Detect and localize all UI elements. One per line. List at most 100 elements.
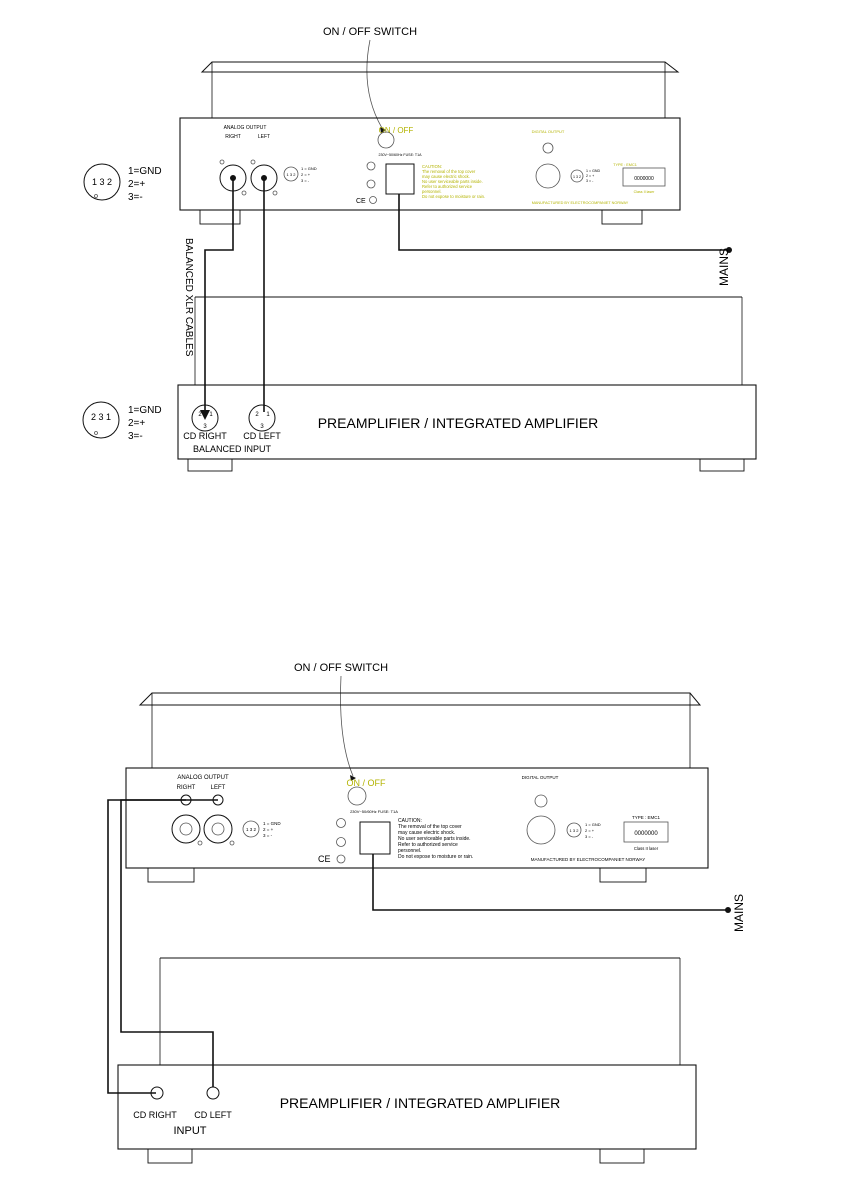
bottom-xlr-output-left[interactable] xyxy=(203,814,235,846)
bottom-cable-right xyxy=(107,799,186,1094)
svg-text:1 = GND: 1 = GND xyxy=(301,166,317,171)
bottom-diagram: ON / OFF SWITCH ANALOG OUTPUT RIGHT LEFT xyxy=(107,662,746,1164)
svg-text:1 3 2: 1 3 2 xyxy=(287,172,297,177)
top-cd-left-label: CD LEFT xyxy=(243,431,281,441)
bottom-caution-text: CAUTION: The removal of the top cover ma… xyxy=(398,818,473,860)
svg-text:2 = +: 2 = + xyxy=(585,828,595,833)
top-mains-label: MAINS xyxy=(717,248,731,286)
svg-text:personnel.: personnel. xyxy=(422,189,442,194)
top-analog-output-label: ANALOG OUTPUT xyxy=(224,125,267,131)
bottom-analog-output-label: ANALOG OUTPUT xyxy=(177,775,229,781)
top-diagram: ON / OFF SWITCH ANALOG OUTPUT RIGHT LEFT xyxy=(82,26,757,472)
svg-text:Do not expose to moisture or r: Do not expose to moisture or rain. xyxy=(422,194,485,199)
svg-text:No user serviceable parts insi: No user serviceable parts inside. xyxy=(398,836,471,842)
svg-text:2: 2 xyxy=(255,412,259,418)
top-mains-plug-icon xyxy=(726,247,732,253)
top-switch-callout: ON / OFF SWITCH xyxy=(323,26,417,38)
top-iec-inlet[interactable] xyxy=(385,163,415,195)
svg-text:may cause electric shock.: may cause electric shock. xyxy=(422,174,470,179)
svg-text:2=+: 2=+ xyxy=(128,179,145,190)
svg-text:No user serviceable parts insi: No user serviceable parts inside. xyxy=(422,179,483,184)
svg-text:The removal of the top cover: The removal of the top cover xyxy=(398,824,462,830)
top-approval-mark-icon xyxy=(369,196,377,204)
bottom-input-label: INPUT xyxy=(174,1125,207,1137)
top-serial-number: 0000000 xyxy=(634,176,654,182)
top-amplifier: 2 1 3 2 1 3 CD RIGHT CD LEFT BALANCED IN… xyxy=(177,296,757,472)
svg-text:3 = -: 3 = - xyxy=(586,179,594,183)
svg-text:3: 3 xyxy=(203,424,207,430)
svg-text:1 = GND: 1 = GND xyxy=(586,169,600,173)
bottom-mains-label: MAINS xyxy=(732,894,746,932)
bottom-switch-arrow-icon xyxy=(350,775,356,781)
bottom-fuse-label: 230V~50/60Hz FUSE: T1A xyxy=(350,809,398,814)
svg-text:2 = +: 2 = + xyxy=(263,827,274,832)
bottom-ce-mark-icon: CE xyxy=(318,854,331,864)
svg-text:2=+: 2=+ xyxy=(128,418,145,429)
bottom-ground-icon xyxy=(336,818,346,828)
top-xlr-out-pin-legend: 1 3 2 1=GND 2=+ 3=- xyxy=(83,163,162,203)
bottom-cd-right-label: CD RIGHT xyxy=(133,1110,177,1120)
bottom-amp-rca-input-left[interactable] xyxy=(206,1086,220,1100)
svg-text:3=-: 3=- xyxy=(128,192,143,203)
svg-text:3 = -: 3 = - xyxy=(585,834,594,839)
top-amp-xlr-input-left[interactable]: 2 1 3 xyxy=(248,404,276,432)
bottom-mains-plug-icon xyxy=(725,907,731,913)
svg-text:3 = -: 3 = - xyxy=(263,833,273,838)
svg-text:2 = +: 2 = + xyxy=(301,172,311,177)
top-type-label: TYPE : EMC1 xyxy=(613,163,637,167)
top-balanced-input-label: BALANCED INPUT xyxy=(193,444,272,454)
top-xlr-in-pin-legend: 2 3 1 1=GND 2=+ 3=- xyxy=(82,401,162,442)
bottom-switch-callout: ON / OFF SWITCH xyxy=(294,662,388,674)
top-cables-label: BALANCED XLR CABLES xyxy=(183,238,194,357)
bottom-mini-pin-legend: 1 3 2 1 = GND 2 = + 3 = - xyxy=(242,820,281,838)
bottom-amp-title: PREAMPLIFIER / INTEGRATED AMPLIFIER xyxy=(280,1095,561,1111)
bottom-fuse-holder[interactable] xyxy=(336,837,346,847)
svg-text:CAUTION:: CAUTION: xyxy=(398,818,422,824)
top-digital-output-label: DIGITAL OUTPUT xyxy=(532,129,565,134)
bottom-digital-output-label: DIGITAL OUTPUT xyxy=(522,775,559,780)
bottom-coax-output[interactable] xyxy=(534,794,548,808)
bottom-amp-rca-input-right[interactable] xyxy=(150,1086,164,1100)
svg-text:CAUTION:: CAUTION: xyxy=(422,164,442,169)
bottom-iec-inlet[interactable] xyxy=(359,821,391,855)
top-mains-cable xyxy=(398,194,728,251)
svg-text:1=GND: 1=GND xyxy=(128,166,162,177)
svg-text:1 3 2: 1 3 2 xyxy=(92,177,112,187)
top-cd-foot-left xyxy=(199,209,241,225)
top-aes-output[interactable] xyxy=(535,163,561,189)
top-ce-mark-icon: CE xyxy=(356,198,366,205)
top-on-off-label: ON / OFF xyxy=(379,126,414,135)
top-power-switch[interactable] xyxy=(377,131,395,149)
bottom-xlr-output-right[interactable] xyxy=(171,814,203,846)
svg-text:2 = +: 2 = + xyxy=(586,174,594,178)
svg-text:1 3 2: 1 3 2 xyxy=(573,175,581,179)
svg-text:3 = -: 3 = - xyxy=(301,178,310,183)
top-fuse-label: 230V~50/60Hz FUSE: T1A xyxy=(379,153,423,157)
svg-text:1 3 2: 1 3 2 xyxy=(570,828,580,833)
top-switch-leader xyxy=(366,39,383,129)
bottom-serial-plate xyxy=(623,821,669,843)
bottom-cd-left-label: CD LEFT xyxy=(194,1110,232,1120)
top-amp-title: PREAMPLIFIER / INTEGRATED AMPLIFIER xyxy=(318,415,599,431)
bottom-laser-label: Class II laser xyxy=(634,846,659,851)
bottom-mains-cable xyxy=(372,854,727,911)
top-laser-label: Class II laser xyxy=(634,190,656,194)
top-manufacturer-label: MANUFACTURED BY ELECTROCOMPANIET NORWAY xyxy=(532,201,629,205)
bottom-amplifier: CD RIGHT CD LEFT INPUT PREAMPLIFIER / IN… xyxy=(117,957,697,1164)
top-amp-xlr-input-right[interactable]: 2 1 3 xyxy=(191,404,219,432)
svg-text:1 = GND: 1 = GND xyxy=(263,821,281,826)
top-switch-arrow-icon xyxy=(380,127,386,133)
svg-text:1 3 2: 1 3 2 xyxy=(246,827,257,832)
bottom-manufacturer-label: MANUFACTURED BY ELECTROCOMPANIET NORWAY xyxy=(531,857,645,862)
svg-text:1 = GND: 1 = GND xyxy=(585,822,601,827)
svg-text:1=GND: 1=GND xyxy=(128,405,162,416)
top-coax-output[interactable] xyxy=(542,142,554,154)
bottom-approval-mark-icon xyxy=(336,854,346,864)
bottom-cd-player: ANALOG OUTPUT RIGHT LEFT 1 3 2 1 = GND 2… xyxy=(125,692,709,883)
bottom-switch-leader xyxy=(340,675,354,777)
bottom-power-switch[interactable] xyxy=(347,786,367,806)
svg-text:The removal of the top cover: The removal of the top cover xyxy=(422,169,476,174)
bottom-aes-output[interactable] xyxy=(526,815,556,845)
top-fuse-holder[interactable] xyxy=(366,179,376,189)
